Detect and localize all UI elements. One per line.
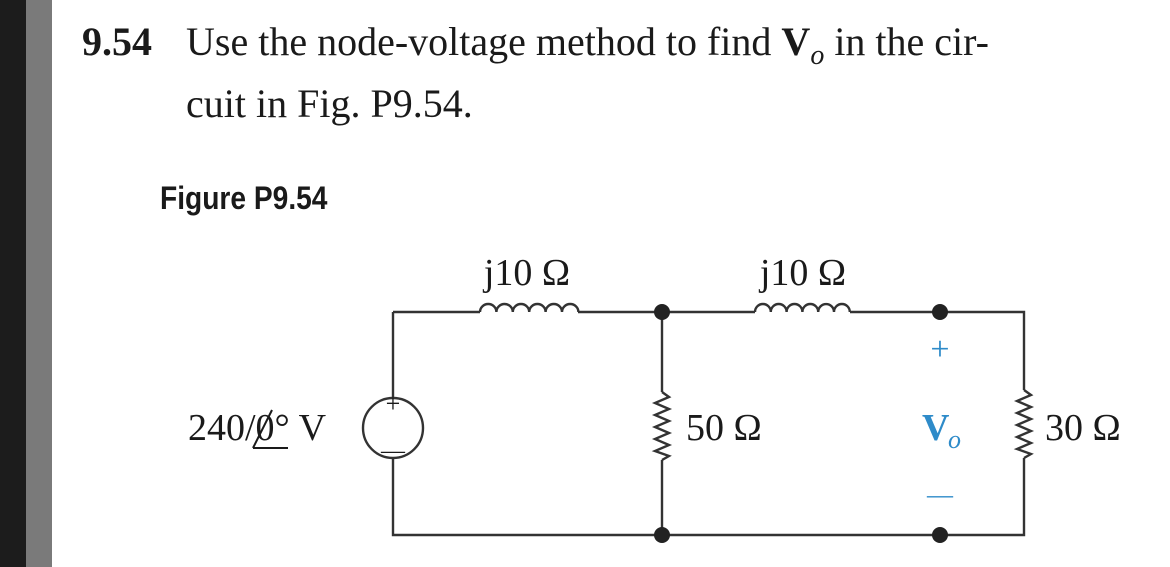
problem-number: 9.54 bbox=[82, 19, 152, 64]
inductor-2 bbox=[753, 302, 851, 313]
source-plus-sign: + bbox=[386, 389, 401, 418]
left-edge-inner bbox=[26, 0, 52, 567]
resistor-50 bbox=[651, 391, 673, 462]
voltage-source-circle bbox=[361, 396, 425, 460]
problem-text-2: in the cir- bbox=[824, 19, 989, 64]
resistor-50-label: 50 Ω bbox=[686, 407, 762, 449]
problem-text-1: Use the node-voltage method to find bbox=[186, 19, 782, 64]
inductor-1 bbox=[478, 302, 580, 313]
inductor-1-label: j10 Ω bbox=[482, 252, 570, 294]
wire-top-right bbox=[850, 310, 1026, 390]
terminal-bottom bbox=[932, 527, 948, 543]
resistor-30 bbox=[1013, 389, 1035, 460]
node-bottom-middle bbox=[654, 527, 670, 543]
vo-minus-sign: — bbox=[926, 480, 954, 509]
problem-symbol-sub: o bbox=[810, 40, 825, 71]
terminal-top bbox=[932, 304, 948, 320]
figure-title: Figure P9.54 bbox=[160, 180, 328, 216]
wire-bottom bbox=[391, 458, 1026, 537]
problem-line-2: cuit in Fig. P9.54. bbox=[186, 81, 473, 126]
vo-symbol: V bbox=[922, 407, 950, 449]
resistor-30-label: 30 Ω bbox=[1045, 407, 1121, 449]
angle-slash bbox=[252, 409, 273, 449]
inductor-2-label: j10 Ω bbox=[758, 252, 846, 294]
source-minus-sign: — bbox=[380, 438, 406, 464]
vo-plus-sign: + bbox=[930, 331, 949, 368]
vo-subscript: o bbox=[948, 425, 961, 454]
node-top-middle bbox=[654, 304, 670, 320]
problem-symbol-v: V bbox=[781, 19, 811, 64]
source-label: 240/0° V bbox=[188, 407, 327, 449]
left-edge-strip bbox=[0, 0, 52, 567]
